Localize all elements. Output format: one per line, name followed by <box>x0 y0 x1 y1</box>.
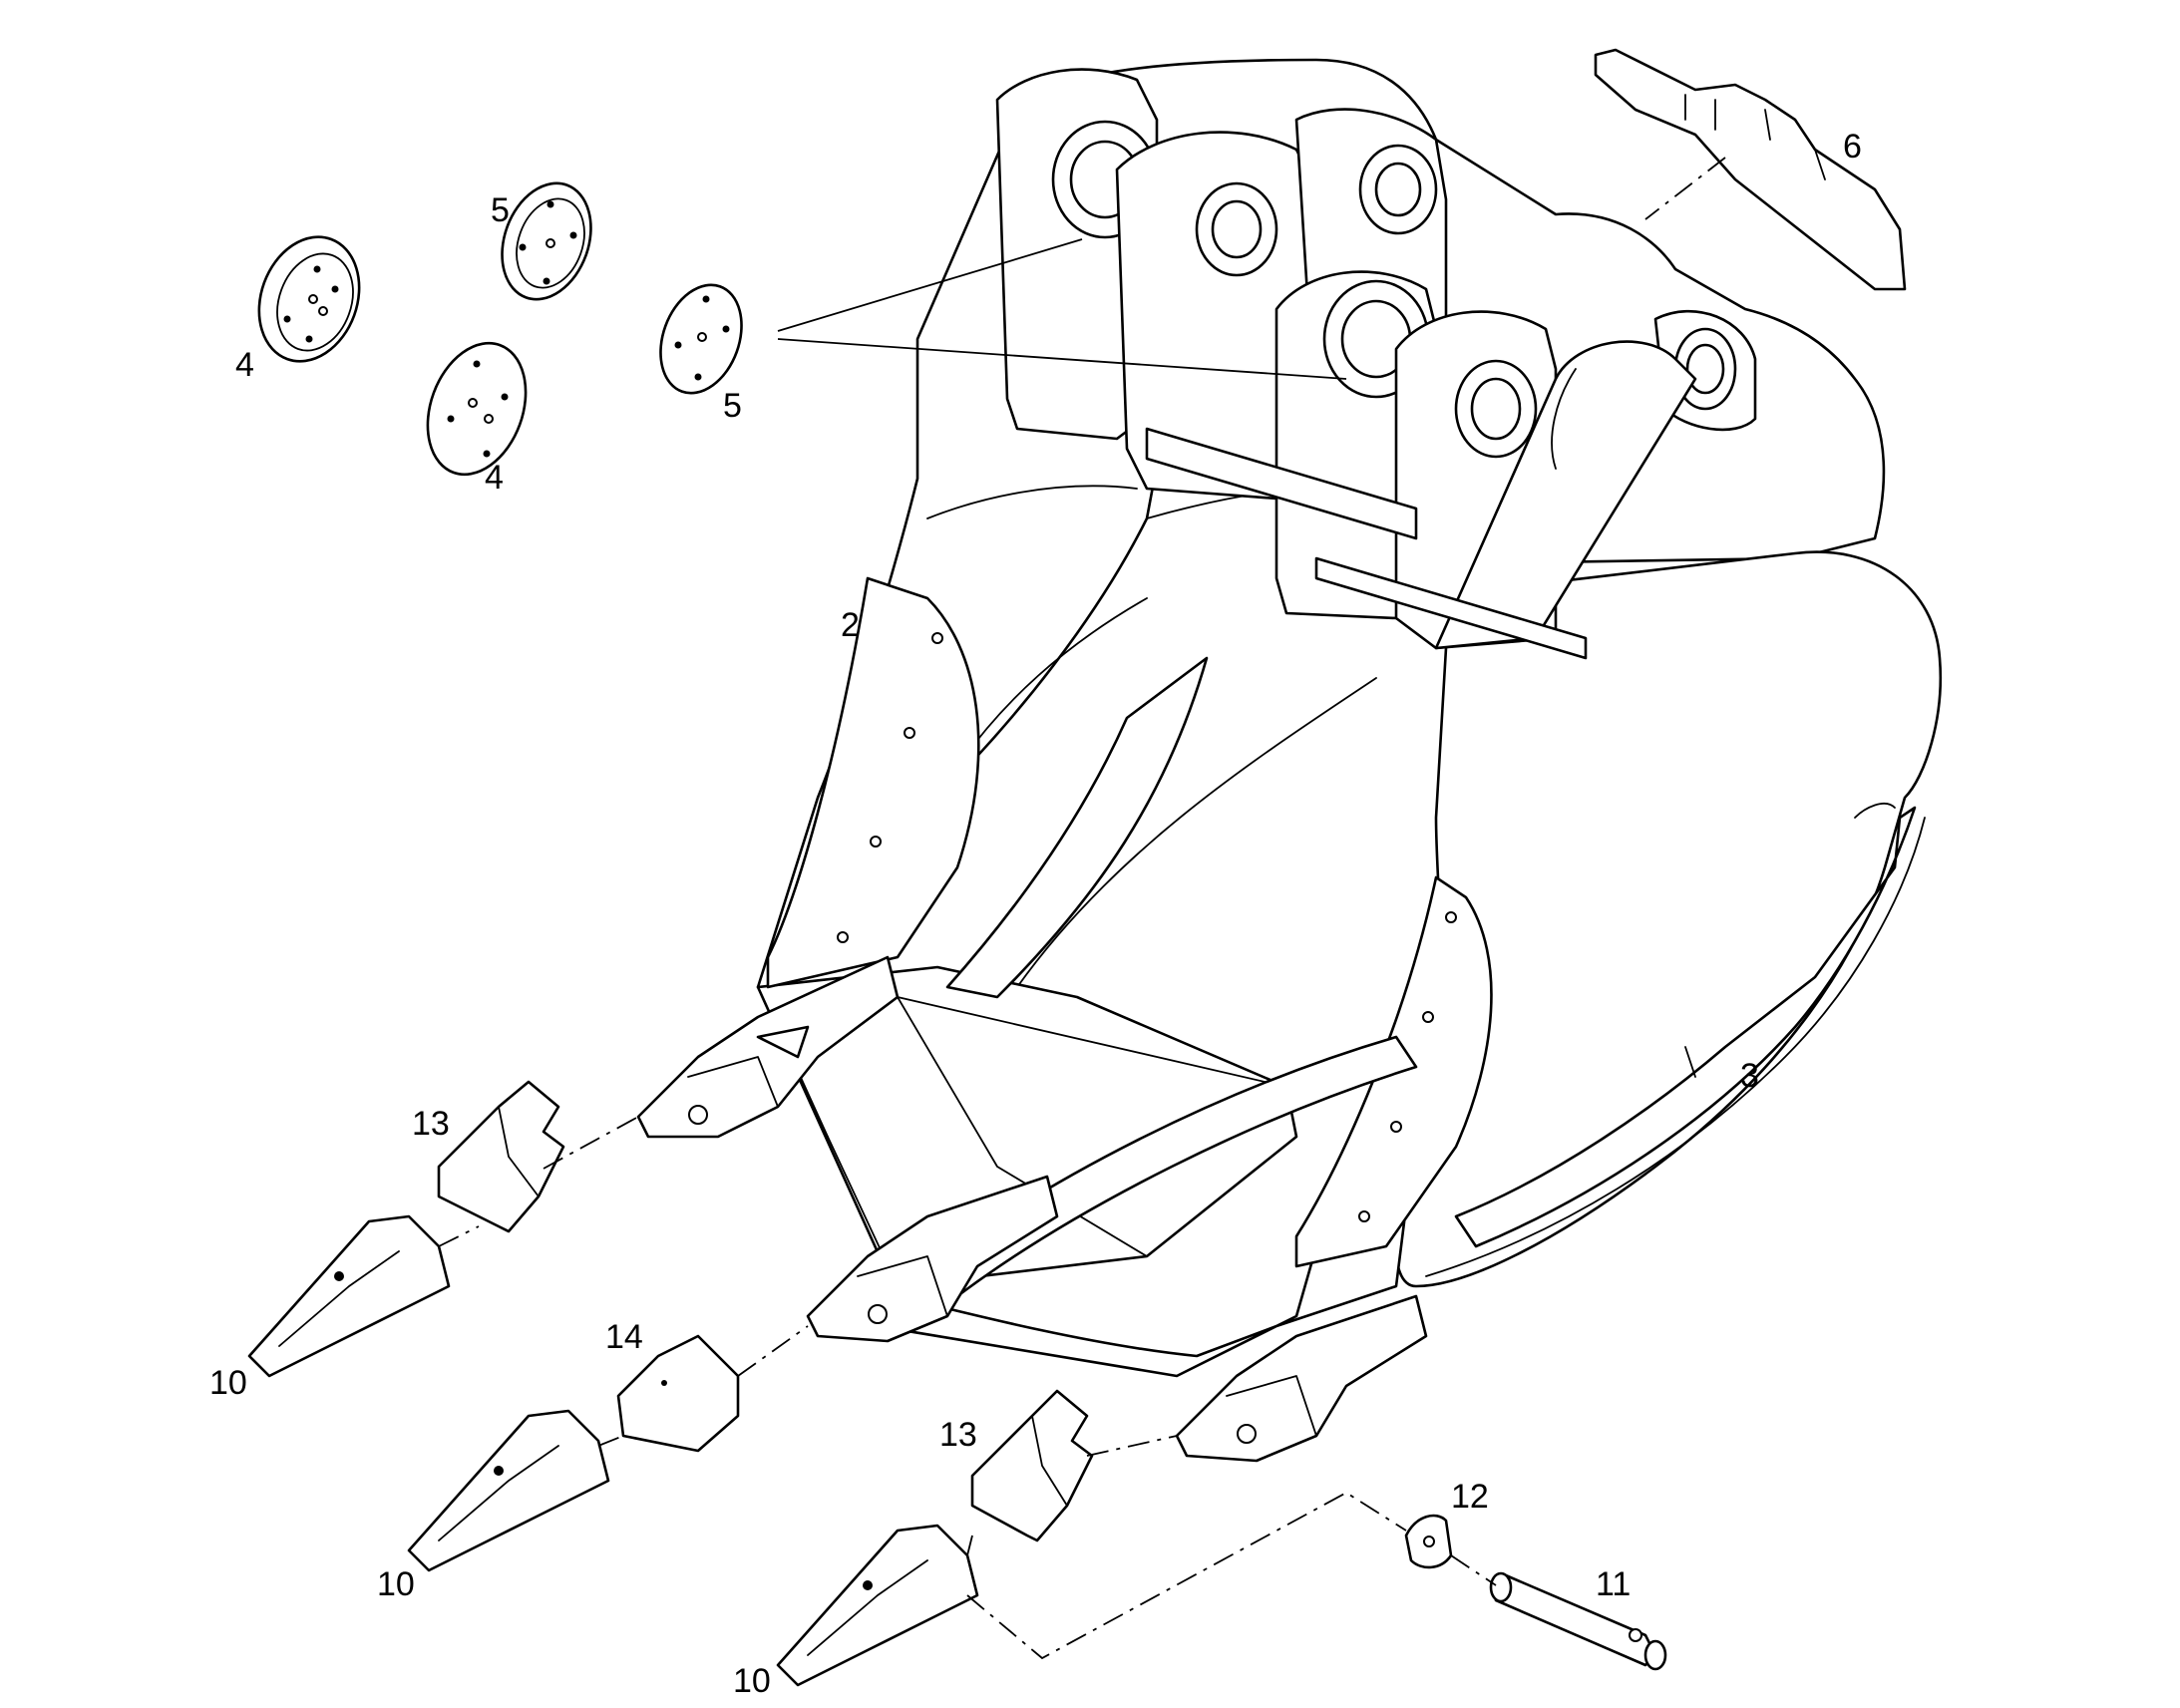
callout-13a: 13 <box>412 1105 450 1143</box>
callout-11: 11 <box>1596 1565 1631 1603</box>
assembly-centerlines <box>438 1116 1497 1660</box>
callout-4b: 4 <box>485 459 504 497</box>
tooth-10b <box>407 1409 610 1572</box>
pin-11 <box>1489 1571 1667 1671</box>
callout-5b: 5 <box>723 387 742 425</box>
tooth-10a <box>247 1214 451 1378</box>
adapter-cover-13b <box>970 1389 1094 1542</box>
callout-5a: 5 <box>491 191 510 229</box>
tooth-10c <box>776 1524 979 1687</box>
adapter-cover-14 <box>616 1334 740 1453</box>
callout-10a: 10 <box>209 1364 247 1402</box>
callout-6: 6 <box>1843 128 1862 166</box>
callout-labels: 2 3 4 4 5 5 6 10 10 10 11 12 13 13 14 <box>209 128 1862 1700</box>
callout-12: 12 <box>1451 1478 1489 1516</box>
mounting-lugs <box>995 68 1757 660</box>
tooth-adapters <box>636 955 1428 1463</box>
cover-plate-4b <box>426 341 528 477</box>
leader-lines <box>777 157 1726 380</box>
adapter-cover-13a <box>437 1080 565 1233</box>
bucket-body <box>756 58 1943 1378</box>
callout-13b: 13 <box>939 1416 977 1454</box>
cover-plate-5b <box>659 283 743 395</box>
retainer-12 <box>1404 1514 1453 1569</box>
callout-4a: 4 <box>235 346 254 384</box>
callout-10c: 10 <box>733 1662 771 1700</box>
callout-2: 2 <box>841 606 860 644</box>
callout-10b: 10 <box>377 1565 415 1603</box>
callout-3: 3 <box>1740 1057 1759 1095</box>
part-6-bracket <box>1594 48 1907 291</box>
cover-plate-4a <box>257 235 361 363</box>
cover-plate-5a <box>501 181 592 301</box>
callout-14: 14 <box>605 1318 643 1356</box>
